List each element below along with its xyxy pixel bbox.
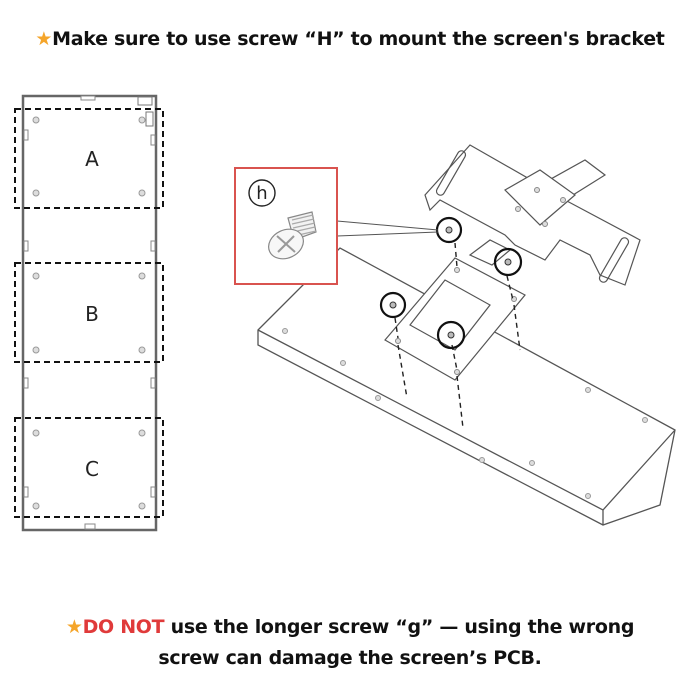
zone-a-label: A — [85, 147, 99, 171]
zone-b-label: B — [85, 302, 99, 326]
bottom-warning: ★DO NOT use the longer screw “g” — using… — [0, 612, 700, 674]
warning-text-1: use the longer screw “g” — using the wro… — [164, 616, 635, 638]
panel-zone-diagram: A B C — [14, 94, 164, 532]
callout-leader-lines — [336, 220, 439, 237]
zone-a-outline — [14, 108, 164, 209]
screw-h-callout: h — [234, 167, 338, 285]
warning-emphasis: DO NOT — [82, 616, 165, 638]
top-instruction-text: Make sure to use screw “H” to mount the … — [52, 28, 665, 50]
star-icon: ★ — [35, 28, 53, 50]
warning-line-2: screw can damage the screen’s PCB. — [158, 647, 542, 669]
zone-c-label: C — [85, 457, 99, 481]
zone-c-outline — [14, 417, 164, 518]
warning-line-1: ★DO NOT use the longer screw “g” — using… — [0, 612, 700, 643]
zone-b-outline — [14, 262, 164, 363]
screw-label: h — [256, 183, 267, 204]
star-icon: ★ — [65, 616, 83, 638]
top-instruction: ★Make sure to use screw “H” to mount the… — [0, 28, 700, 50]
screen-panel-isometric — [257, 247, 676, 526]
circled-letter-badge — [248, 179, 276, 207]
screw-paths — [394, 242, 521, 429]
mounting-bracket — [384, 144, 641, 381]
flat-head-screw-icon — [268, 211, 317, 260]
